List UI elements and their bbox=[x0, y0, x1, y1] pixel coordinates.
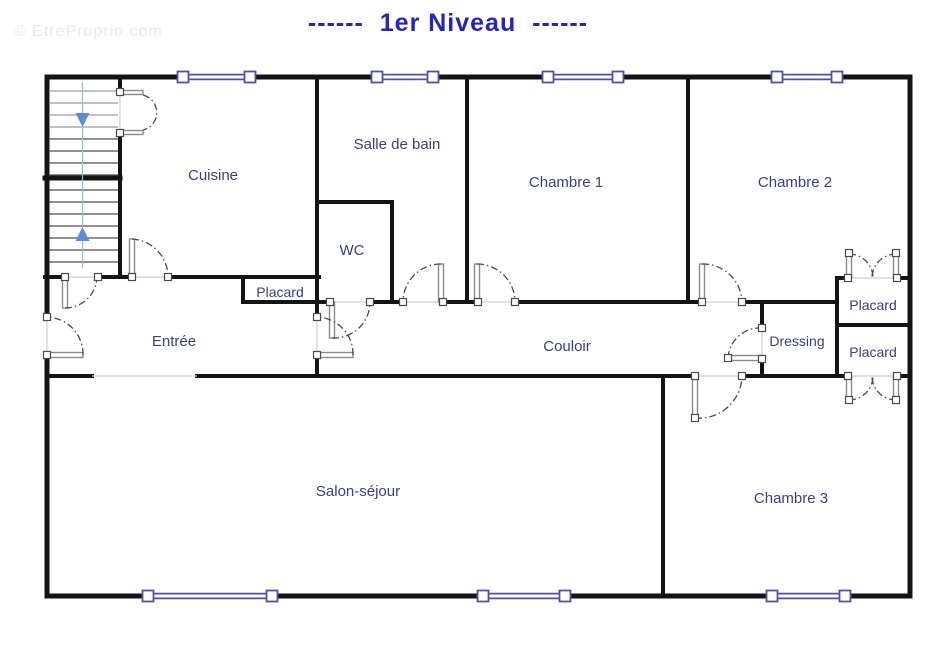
room-label-placard-chambre3: Placard bbox=[849, 344, 896, 360]
window-salon-1 bbox=[141, 589, 279, 603]
door-endpoint-markers bbox=[42, 87, 902, 423]
room-label-salle-de-bain: Salle de bain bbox=[354, 136, 441, 153]
window-cuisine bbox=[176, 70, 257, 84]
room-label-salon-sejour: Salon-séjour bbox=[316, 483, 400, 500]
door-arc-chambre2 bbox=[701, 263, 743, 303]
door-arc-chambre3 bbox=[694, 375, 743, 419]
door-arc-entree-couloir bbox=[316, 316, 354, 356]
stair-up-arrow-icon bbox=[75, 227, 90, 241]
door-leaf-chambre2 bbox=[698, 263, 706, 303]
room-label-cuisine: Cuisine bbox=[188, 167, 238, 184]
room-label-wc: WC bbox=[340, 242, 365, 259]
door-leaves bbox=[46, 89, 900, 419]
door-arc-stair-cuisine bbox=[142, 94, 158, 131]
room-label-couloir: Couloir bbox=[543, 338, 591, 355]
window-chambre2 bbox=[770, 70, 844, 84]
door-arc-stair-entree bbox=[64, 276, 98, 309]
door-swing-arcs bbox=[46, 94, 897, 419]
stair-down-arrow-icon bbox=[75, 113, 90, 127]
door-leaf-chambre1 bbox=[473, 263, 481, 303]
door-arc-entry bbox=[46, 316, 84, 356]
page-title: ------ 1er Niveau ------ bbox=[308, 9, 588, 37]
door-arc-chambre1 bbox=[476, 263, 516, 303]
room-label-chambre2: Chambre 2 bbox=[758, 174, 832, 191]
door-arc-salle-de-bain bbox=[402, 263, 442, 303]
room-label-chambre3: Chambre 3 bbox=[754, 490, 828, 507]
window-salon-2 bbox=[476, 589, 572, 603]
opening-lines bbox=[46, 92, 897, 377]
room-label-placard-chambre2: Placard bbox=[849, 297, 896, 313]
room-label-dressing: Dressing bbox=[769, 333, 824, 349]
window-salle-de-bain bbox=[370, 70, 440, 84]
door-arc-wc bbox=[331, 301, 371, 339]
door-arc-placard-ch2-left bbox=[848, 253, 874, 279]
window-chambre3 bbox=[765, 589, 852, 603]
door-arc-cuisine bbox=[131, 238, 169, 278]
door-leaf-stair-entree bbox=[61, 276, 69, 309]
door-leaf-entry bbox=[46, 351, 84, 359]
door-arc-dressing bbox=[727, 327, 763, 359]
watermark: © EtreProprio.com bbox=[14, 23, 163, 40]
door-leaf-chambre3 bbox=[691, 375, 699, 419]
staircase bbox=[49, 82, 118, 268]
room-labels: Cuisine Salle de bain WC Chambre 1 Chamb… bbox=[152, 136, 897, 507]
door-arc-placard-ch2-right bbox=[871, 253, 897, 279]
door-leaf-entree-couloir bbox=[316, 351, 354, 359]
door-leaf-cuisine bbox=[128, 238, 136, 278]
room-label-chambre1: Chambre 1 bbox=[529, 174, 603, 191]
room-label-placard-entree: Placard bbox=[256, 284, 303, 300]
windows-layer bbox=[141, 70, 852, 603]
door-leaf-dressing bbox=[727, 354, 763, 362]
window-chambre1 bbox=[541, 70, 625, 84]
door-leaf-salle-de-bain bbox=[437, 263, 445, 303]
room-label-entree: Entrée bbox=[152, 333, 196, 350]
